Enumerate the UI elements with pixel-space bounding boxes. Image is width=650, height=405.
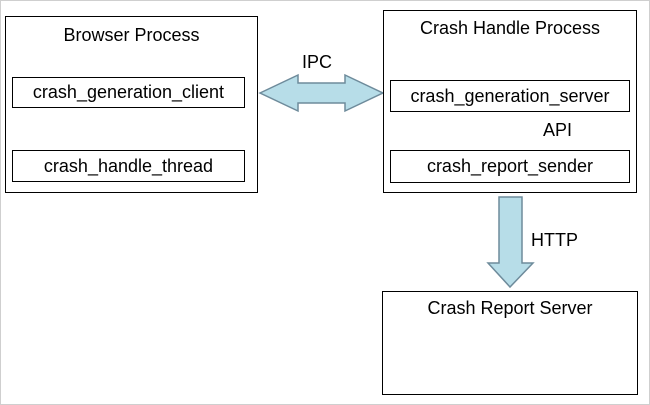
crash-handle-process-title: Crash Handle Process: [419, 18, 601, 38]
crash-report-server-title: Crash Report Server: [427, 298, 593, 318]
crash-report-server-box: Crash Report Server: [382, 291, 638, 395]
crash-generation-client-box: crash_generation_client: [12, 77, 245, 108]
api-label: API: [543, 120, 573, 140]
http-down-arrow: [486, 196, 535, 289]
ipc-label: IPC: [302, 52, 333, 72]
crash-handle-thread-box: crash_handle_thread: [12, 150, 245, 182]
crash-generation-server-box: crash_generation_server: [390, 80, 630, 112]
browser-process-title: Browser Process: [63, 25, 200, 45]
ipc-double-arrow: [258, 73, 385, 113]
crash-report-sender-box: crash_report_sender: [390, 150, 630, 183]
http-label: HTTP: [531, 230, 578, 250]
